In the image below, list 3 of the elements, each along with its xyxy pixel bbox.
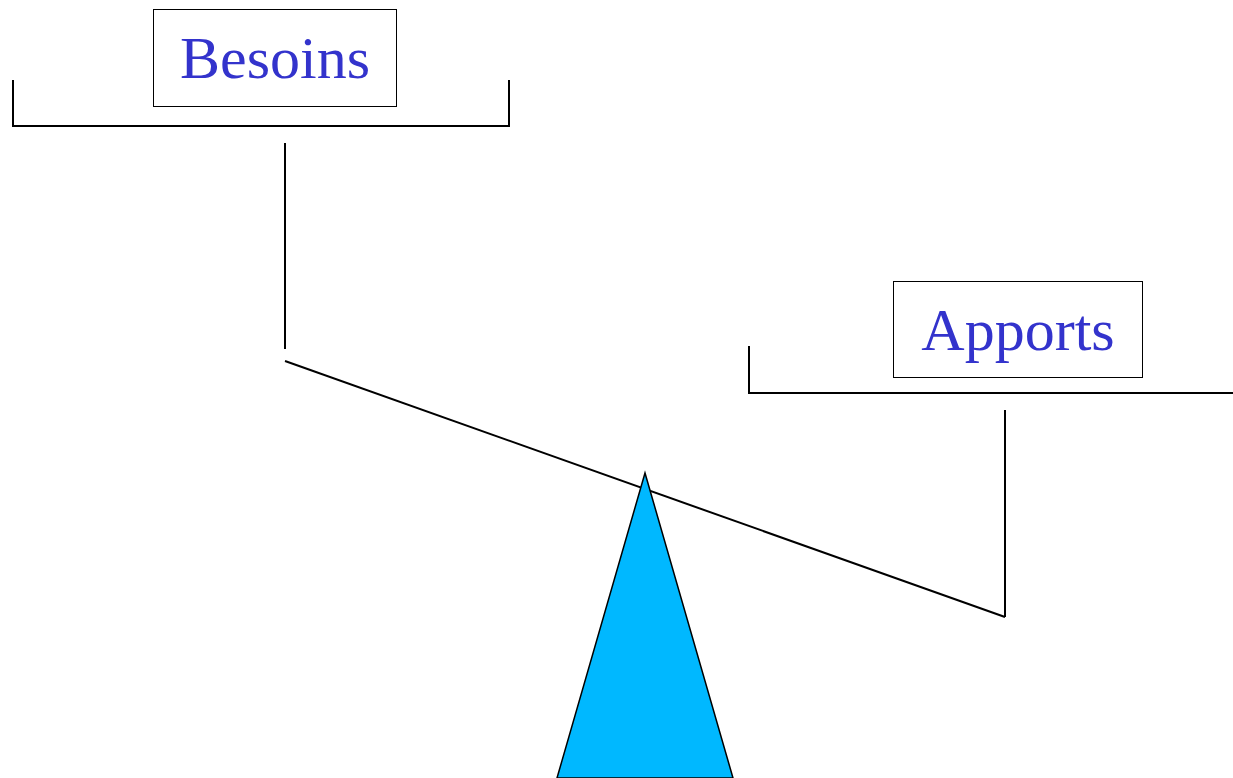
label-box [153,9,397,107]
label-box [893,281,1143,378]
box-label: Besoins [180,28,370,88]
